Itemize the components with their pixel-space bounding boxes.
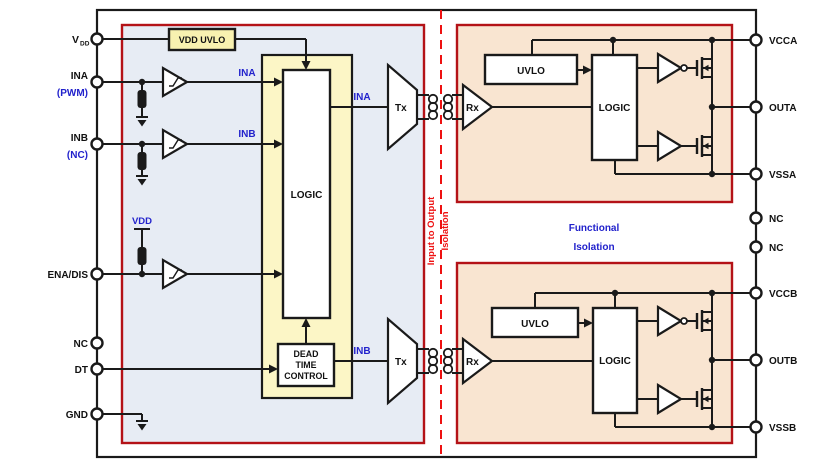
pin-outa-label: OUTA bbox=[769, 103, 797, 114]
dead-time-line1: DEAD bbox=[294, 349, 319, 359]
inverter-bubble bbox=[680, 64, 688, 72]
pin-nc-right-1 bbox=[749, 211, 763, 225]
logic-block-b: LOGIC bbox=[591, 306, 639, 415]
isolation-barrier-label-2: Isolation bbox=[440, 211, 451, 250]
isolation-barrier-label-1: Input to Output bbox=[426, 196, 437, 265]
pin-dt bbox=[90, 362, 104, 376]
inverter-bubble bbox=[680, 317, 688, 325]
signal-inb-to-tx: INB bbox=[353, 346, 370, 357]
pin-outb-label: OUTB bbox=[769, 356, 797, 367]
pin-ena-dis bbox=[90, 267, 104, 281]
signal-ina-buffered: INA bbox=[238, 68, 255, 79]
uvlo-block-b: UVLO bbox=[490, 306, 580, 339]
pin-inb-note: (NC) bbox=[67, 150, 88, 161]
rx-b-label: Rx bbox=[466, 357, 479, 368]
vdd-uvlo-block: VDD UVLO bbox=[167, 27, 237, 52]
pin-circles bbox=[90, 32, 763, 434]
dead-time-line3: CONTROL bbox=[284, 371, 328, 381]
pin-nc-left bbox=[90, 336, 104, 350]
signal-labels: INA INB INA INB VDD bbox=[132, 68, 371, 357]
pin-inb-label: INB bbox=[71, 133, 88, 144]
left-pin-labels: V DD INA (PWM) INB (NC) ENA/DIS NC DT GN… bbox=[47, 34, 89, 421]
driver-b-high bbox=[656, 305, 714, 337]
rx-a-label: Rx bbox=[466, 103, 479, 114]
tx-a-label: Tx bbox=[395, 103, 407, 114]
input-logic-label: LOGIC bbox=[291, 190, 323, 201]
dead-time-control-block: DEAD TIME CONTROL bbox=[276, 342, 336, 388]
pin-dt-label: DT bbox=[75, 365, 88, 376]
pin-vccb-label: VCCB bbox=[769, 289, 797, 300]
vdd-uvlo-label: VDD UVLO bbox=[179, 35, 226, 45]
pin-nc-right-2-label: NC bbox=[769, 243, 783, 254]
pin-outb bbox=[749, 353, 763, 367]
uvlo-block-a: UVLO bbox=[483, 53, 579, 86]
junction-dots bbox=[138, 36, 716, 431]
pin-vssa bbox=[749, 167, 763, 181]
pin-vssa-label: VSSA bbox=[769, 170, 796, 181]
pin-vdd bbox=[90, 32, 104, 46]
pin-gnd bbox=[90, 407, 104, 421]
logic-a-label: LOGIC bbox=[599, 103, 631, 114]
pin-inb bbox=[90, 137, 104, 151]
pin-nc-right-1-label: NC bbox=[769, 214, 783, 225]
driver-a-high bbox=[656, 52, 714, 84]
uvlo-a-label: UVLO bbox=[517, 66, 545, 77]
logic-b-label: LOGIC bbox=[599, 356, 631, 367]
signal-vdd-rail: VDD bbox=[132, 216, 152, 227]
right-pin-labels: VCCA OUTA VSSA NC NC VCCB OUTB VSSB bbox=[769, 36, 797, 434]
pin-ina-label: INA bbox=[71, 71, 88, 82]
pin-vdd-label: V bbox=[72, 34, 79, 46]
pin-nc-right-2 bbox=[749, 240, 763, 254]
resistor-ena bbox=[137, 247, 147, 265]
rx-block-a: Rx bbox=[461, 82, 494, 132]
dead-time-line2: TIME bbox=[295, 360, 316, 370]
logic-block-a: LOGIC bbox=[590, 53, 639, 162]
signal-ina-to-tx: INA bbox=[353, 92, 370, 103]
pin-outa bbox=[749, 100, 763, 114]
pin-nc-left-label: NC bbox=[74, 339, 88, 350]
pin-ena-dis-label: ENA/DIS bbox=[47, 270, 88, 281]
pin-ina bbox=[90, 75, 104, 89]
pin-vssb bbox=[749, 420, 763, 434]
input-wires bbox=[97, 38, 388, 420]
output-a-wires bbox=[492, 39, 756, 175]
pin-vdd-label-sub: DD bbox=[80, 41, 90, 48]
functional-isolation-label-2: Isolation bbox=[573, 242, 614, 253]
pin-ina-note: (PWM) bbox=[57, 88, 88, 99]
signal-inb-buffered: INB bbox=[238, 129, 255, 140]
output-b-wires bbox=[492, 292, 756, 428]
tx-b-label: Tx bbox=[395, 357, 407, 368]
resistor-ina bbox=[137, 90, 147, 108]
ic-boundary bbox=[95, 8, 758, 459]
tx-block-a: Tx bbox=[386, 62, 419, 152]
pin-vccb bbox=[749, 286, 763, 300]
resistor-inb bbox=[137, 152, 147, 170]
rx-block-b: Rx bbox=[461, 336, 494, 386]
input-logic-block: LOGIC bbox=[281, 68, 332, 320]
uvlo-b-label: UVLO bbox=[521, 319, 549, 330]
pin-vssb-label: VSSB bbox=[769, 423, 796, 434]
transformer-wires bbox=[417, 94, 463, 374]
functional-isolation-label-1: Functional bbox=[569, 223, 620, 234]
pin-vcca bbox=[749, 33, 763, 47]
pin-vcca-label: VCCA bbox=[769, 36, 797, 47]
pin-gnd-label: GND bbox=[66, 410, 88, 421]
tx-block-b: Tx bbox=[386, 316, 419, 406]
